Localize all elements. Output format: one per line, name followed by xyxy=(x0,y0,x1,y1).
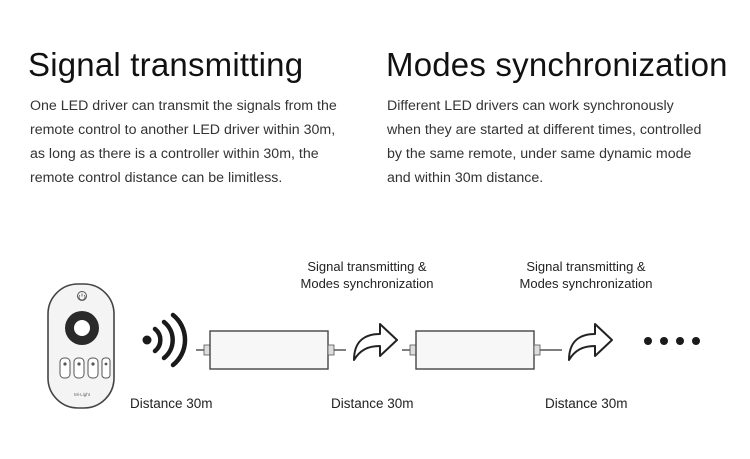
caption-line: Signal transmitting & xyxy=(526,259,646,274)
caption-line: Modes synchronization xyxy=(519,276,653,291)
distance-label: Distance 30m xyxy=(130,396,213,411)
description-line: and within 30m distance. xyxy=(387,170,544,186)
caption-line: Signal transmitting & xyxy=(307,259,427,274)
description-line: when they are started at different times… xyxy=(387,122,702,138)
curved-arrow-icon xyxy=(568,323,613,361)
description-line: Different LED drivers can work synchrono… xyxy=(387,98,674,114)
curved-arrow-icon xyxy=(353,323,398,361)
caption-1: Signal transmitting & Modes synchronizat… xyxy=(287,258,447,292)
description-line: as long as there is a controller within … xyxy=(30,146,319,162)
continuation-dots-icon xyxy=(644,337,700,345)
distance-label: Distance 30m xyxy=(331,396,414,411)
signal-transmitting-description: One LED driver can transmit the signals … xyxy=(30,94,337,190)
description-line: remote control distance can be limitless… xyxy=(30,170,283,186)
led-driver-2 xyxy=(402,330,562,370)
signal-transmitting-title: Signal transmitting xyxy=(28,46,304,83)
modes-synchronization-title: Modes synchronization xyxy=(386,46,728,83)
modes-synchronization-description: Different LED drivers can work synchrono… xyxy=(387,94,701,190)
remote-brand-label: Mi·Light xyxy=(74,392,91,397)
distance-label: Distance 30m xyxy=(545,396,628,411)
led-driver-1 xyxy=(196,330,346,370)
wireless-signal-icon xyxy=(142,312,188,368)
caption-line: Modes synchronization xyxy=(300,276,434,291)
description-line: One LED driver can transmit the signals … xyxy=(30,98,337,114)
remote-control-icon: Mi·Light xyxy=(47,283,115,409)
description-line: by the same remote, under same dynamic m… xyxy=(387,146,692,162)
description-line: remote control to another LED driver wit… xyxy=(30,122,336,138)
caption-2: Signal transmitting & Modes synchronizat… xyxy=(506,258,666,292)
